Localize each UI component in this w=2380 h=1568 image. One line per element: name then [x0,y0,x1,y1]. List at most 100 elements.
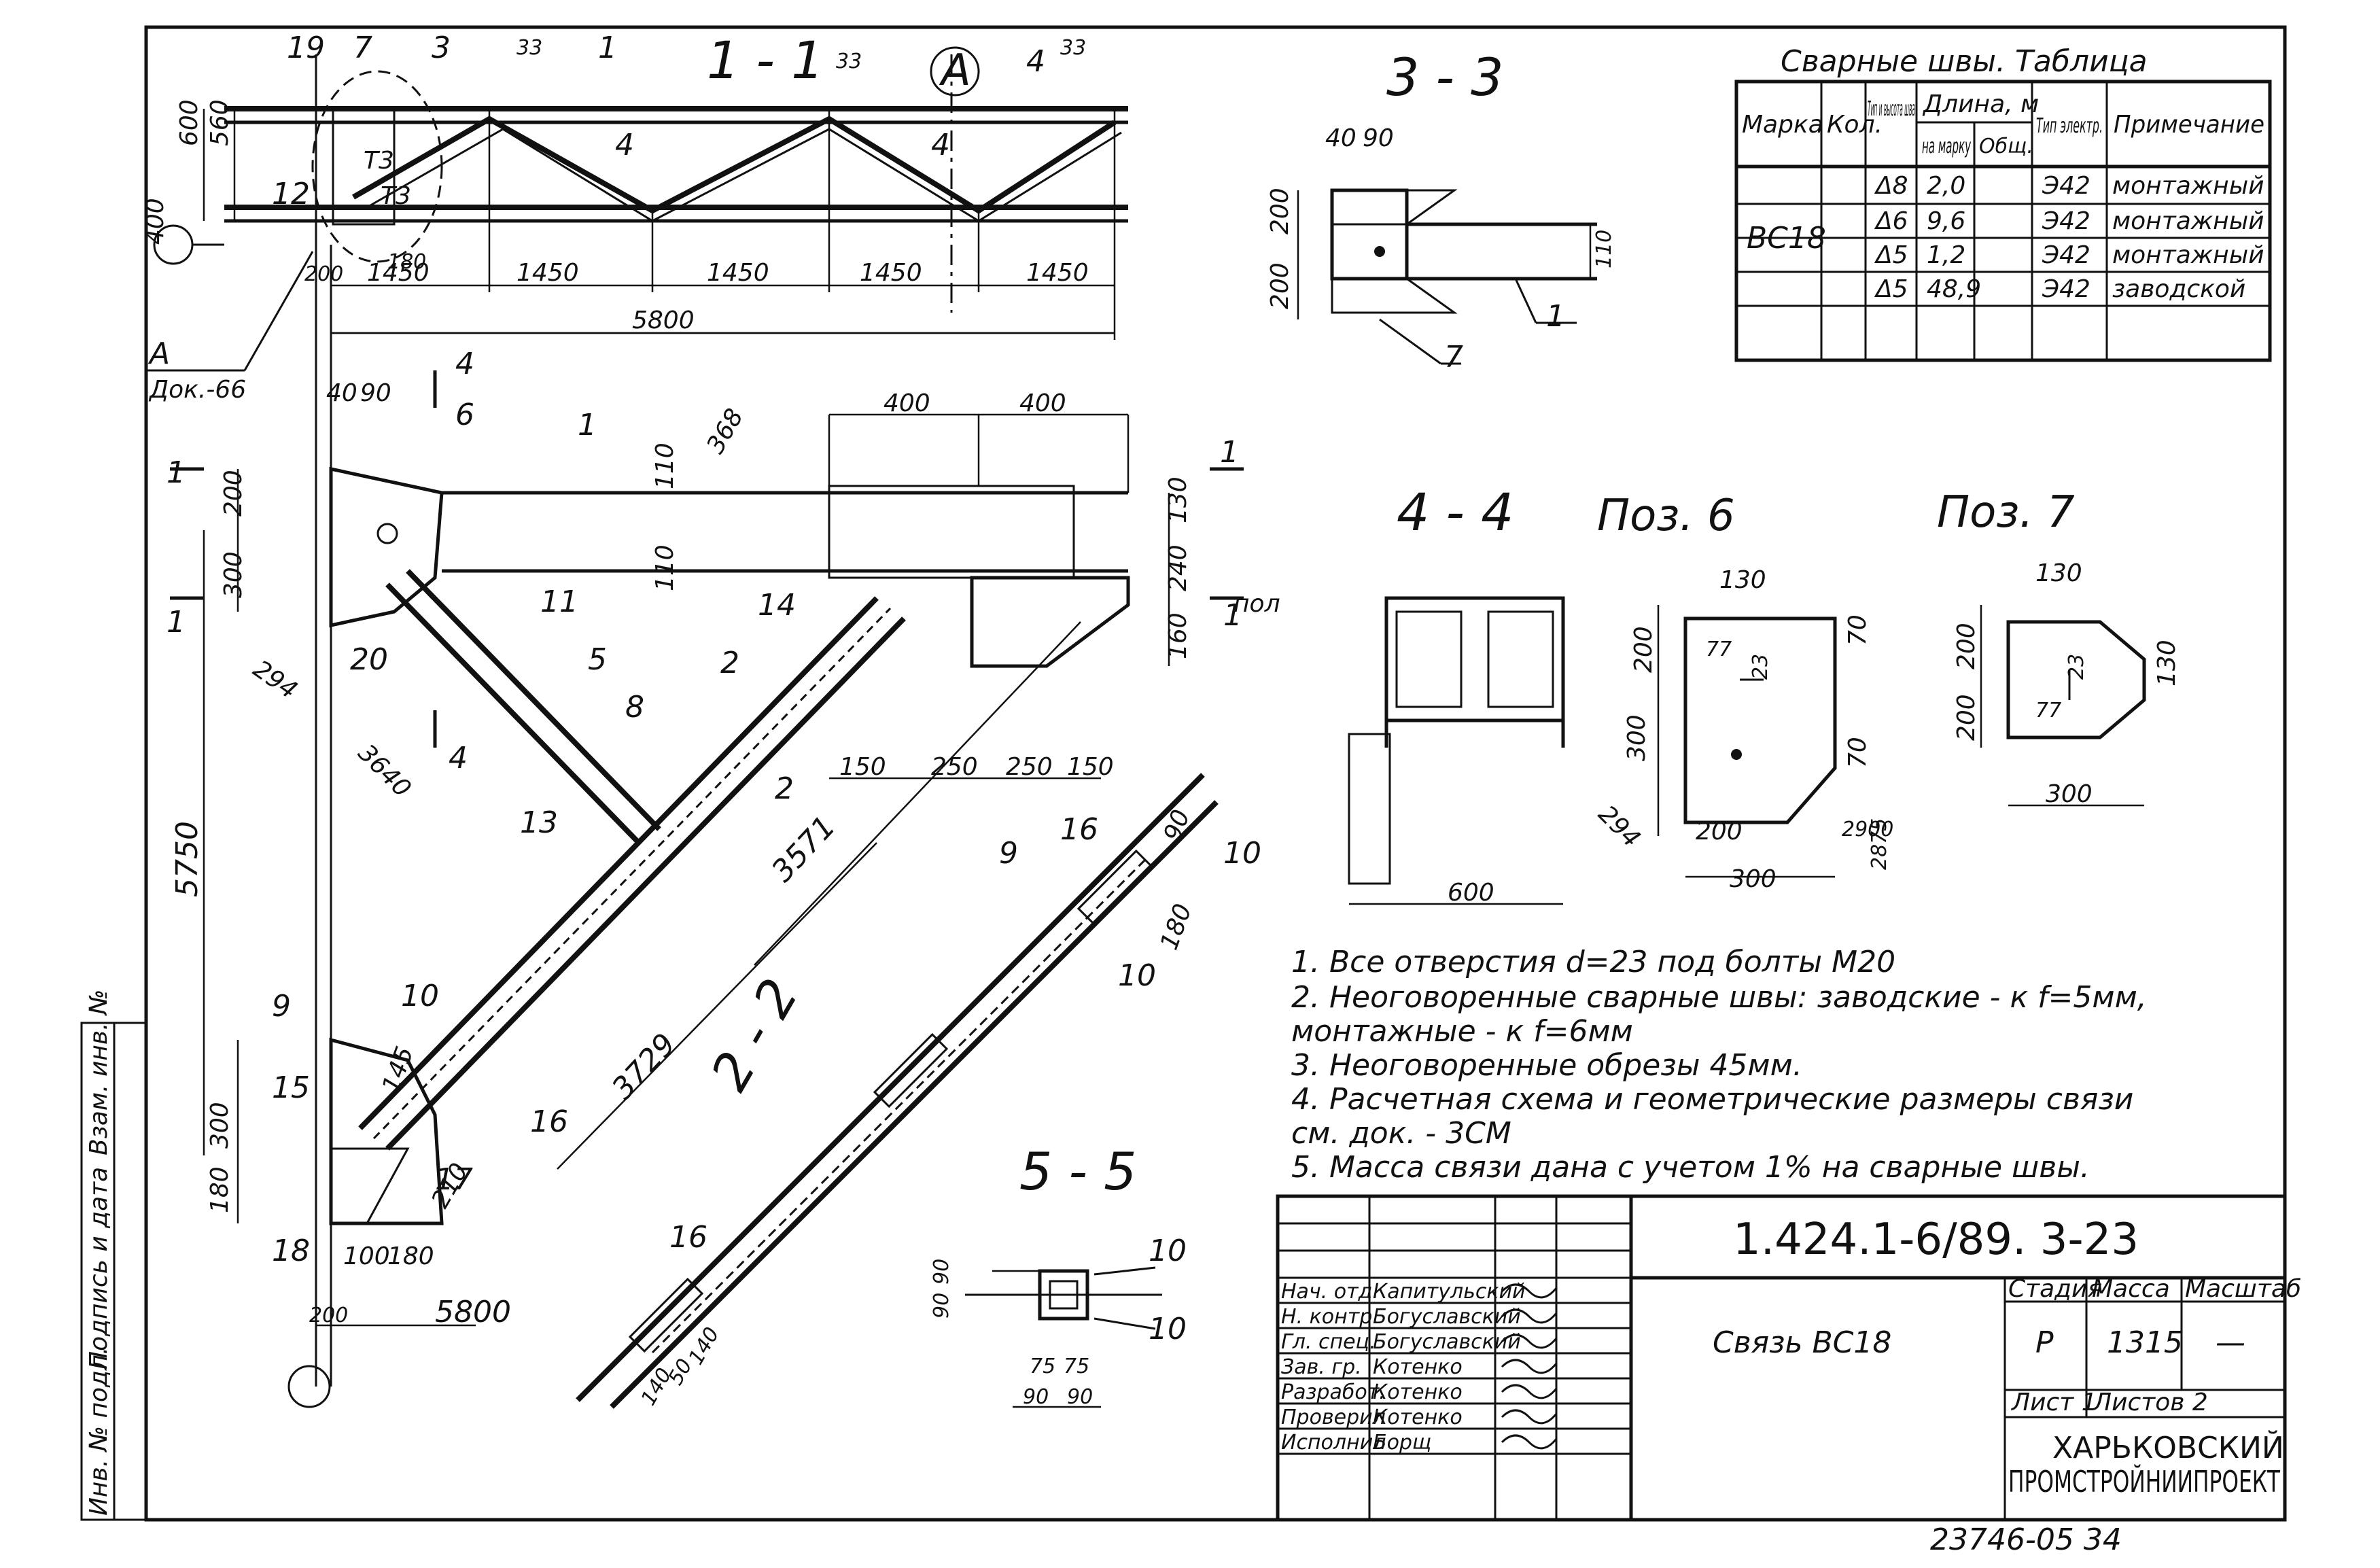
th-mark: Марка [1742,111,1823,139]
label-14: 14 [758,588,796,623]
row1-len: 2,0 [1927,172,1965,200]
row3-electrode: Э42 [2042,241,2090,269]
dim-p6-300b: 300 [1730,865,1777,893]
label-19: 19 [287,31,325,65]
weld-table [1734,80,2272,362]
note-4b: см. док. - 3СМ [1291,1116,1511,1151]
section-2-2 [576,773,1219,1409]
row4-note: заводской [2112,275,2245,303]
dim-m-250a: 250 [931,753,978,781]
dim-400: 400 [141,198,169,245]
sheet-frame [80,25,2287,1522]
dim-s3-200b: 200 [1266,262,1294,309]
row1-note: монтажный [2112,172,2264,200]
dim-s3-90: 90 [1363,124,1394,152]
dim-m-400b: 400 [1019,389,1066,417]
dim-m-3571: 3571 [765,809,843,889]
footer-code: 23746-05 34 [1930,1522,2122,1557]
th-electrode: Тип электр. [2036,114,2103,138]
dim-1450-e: 1450 [1026,259,1089,287]
dim-5800-top: 5800 [632,307,695,334]
cut-1-left-b: 1 [167,605,186,640]
label-18: 18 [272,1234,310,1268]
side-stamp: Инв. № подл. Подпись и дата Взам. инв. № [85,990,113,1516]
dim-m-150b: 150 [1067,753,1114,781]
note-4: 4. Расчетная схема и геометрические разм… [1291,1082,2133,1117]
signature-5 [1501,1384,1558,1399]
table-mark: ВС18 [1747,221,1826,256]
row2-len: 9,6 [1927,207,1965,235]
section-4-4 [1348,596,1565,905]
note-3: 3. Неоговоренные обрезы 45мм. [1291,1048,1802,1083]
label-20: 20 [350,642,388,677]
dim-s3-110: 110 [1592,230,1616,268]
dim-p6-2875: 2875 [1868,818,1891,870]
dim-s5-90d: 90 [1067,1385,1093,1409]
dim-m-3729: 3729 [606,1027,683,1107]
dim-p6-2900: 2900 [1842,818,1893,841]
section-1-1-text: 1 - 1 A 19 7 3 1 4 4 4 12 T3 T3 600 560 … [141,30,1089,404]
axis-label-a: A [939,46,971,96]
dim-m-110b: 110 [651,544,679,591]
dim-33-c: 33 [1060,36,1086,60]
notes: 1. Все отверстия d=23 под болты М20 2. Н… [1291,945,2147,1185]
label-10-s2b: 10 [1118,958,1156,993]
title-block [1276,1194,2287,1522]
label-6: 6 [455,398,474,432]
label-4b: 4 [615,128,634,162]
label-16-s2b: 16 [669,1220,707,1255]
section-1-1-title: 1 - 1 [707,30,824,90]
dim-p6-70b: 70 [1844,737,1872,768]
dim-p6-200: 200 [1630,626,1658,673]
row2-note: монтажный [2112,207,2264,235]
th-length: Длина, м [1922,90,2039,118]
dim-m-40: 40 [326,379,357,407]
label-11: 11 [540,585,578,619]
dim-33-b: 33 [836,50,862,73]
pos-6-text: Поз. 6 130 200 300 70 70 77 23 294 200 3… [1593,491,1894,893]
sig-name-6: Котенко [1373,1406,1463,1429]
dim-p6-77: 77 [1706,638,1732,661]
label-10: 10 [401,979,439,1013]
label-9: 9 [272,989,291,1024]
cut-pol-1: 1 [1223,598,1242,633]
cut-1-left: 1 [167,455,186,490]
sig-role-6: Проверил [1281,1406,1386,1429]
dim-m-145: 145 [377,1043,419,1096]
label-10-s2: 9 [999,836,1018,871]
dim-s5-90c: 90 [1023,1385,1049,1409]
dim-m-294: 294 [248,655,302,705]
dim-p6-200b: 200 [1696,818,1743,846]
pos-7-text: Поз. 7 130 200 200 130 77 23 300 [1937,487,2181,808]
cut-4-bottom: 4 [449,741,468,776]
sig-role-2: Н. контр. [1281,1305,1379,1329]
dim-p6-23: 23 [1749,654,1772,680]
dim-p6-70a: 70 [1844,614,1872,646]
mass-label: Масса [2092,1275,2170,1303]
doc-ref-letter: A [147,336,170,371]
side-stamp-signature: Подпись и дата [85,1167,113,1370]
org-name-1: ХАРЬКОВСКИЙ [2052,1429,2284,1465]
section-3-3 [1297,188,1597,365]
stage-value: Р [2035,1325,2054,1360]
dim-m-200: 200 [220,470,247,517]
sig-role-5: Разработ. [1281,1380,1386,1404]
label-7: 7 [353,31,372,65]
dim-p7-130: 130 [2035,559,2082,587]
dim-p7-200b: 200 [1953,694,1980,741]
row4-electrode: Э42 [2042,275,2090,303]
dim-m-160: 160 [1164,612,1192,659]
label-2a: 2 [720,646,739,680]
doc-ref: Док.-66 [148,376,246,404]
dim-m-368: 368 [701,404,749,458]
label-2b: 2 [775,771,794,806]
side-stamp-replace: Взам. инв. № [85,990,113,1155]
dim-p7-200a: 200 [1953,623,1980,669]
pos-7-detail [1980,605,2146,807]
label-t3: T3 [364,147,394,175]
dim-180-top: 180 [387,250,426,274]
row3-note: монтажный [2112,241,2264,269]
stage-label: Стадия [2008,1275,2102,1303]
dim-s5-90b: 90 [930,1293,953,1319]
label-10-s5b: 10 [1149,1312,1187,1346]
